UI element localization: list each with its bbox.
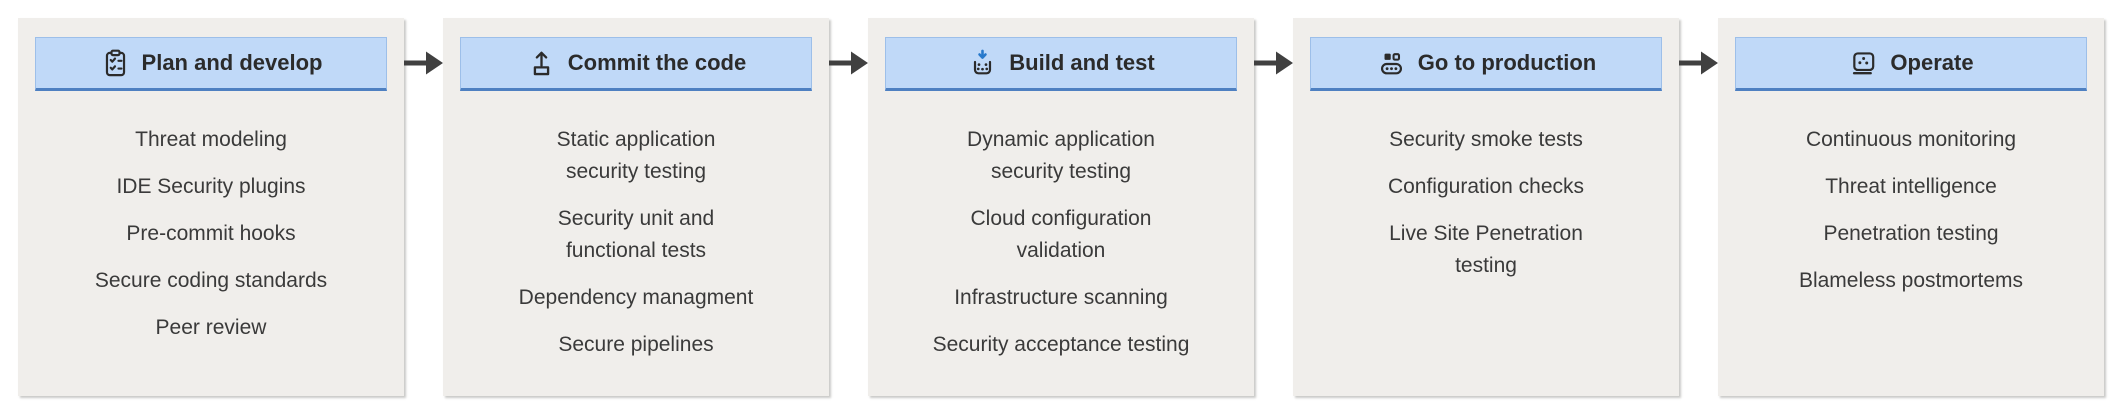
stage-item: Continuous monitoring (1805, 128, 2017, 151)
stage-header: Plan and develop (35, 37, 387, 91)
stage-items: Security smoke tests Configuration check… (1293, 124, 1679, 282)
stage-title: Go to production (1417, 50, 1597, 75)
stage-item: Cloud configuration validation (970, 207, 1152, 262)
stage-item: Security acceptance testing (932, 333, 1190, 356)
arrow-right-icon (829, 51, 868, 75)
flow-arrow (404, 50, 443, 76)
stage-item: Dynamic application security testing (967, 128, 1155, 183)
stage-title: Plan and develop (141, 50, 323, 75)
stage-header: Commit the code (460, 37, 812, 91)
clipboard-checklist-icon (100, 48, 131, 79)
build-container-icon (967, 48, 998, 79)
stage-items: Threat modeling IDE Security plugins Pre… (18, 124, 404, 344)
stage-item: Threat intelligence (1825, 175, 1997, 198)
stage-item: Infrastructure scanning (954, 286, 1168, 309)
stage-item: Threat modeling (135, 128, 287, 151)
operate-monitor-icon (1848, 48, 1879, 79)
stage-title: Commit the code (567, 50, 747, 75)
stage-item: Configuration checks (1387, 175, 1585, 198)
stage-title: Operate (1890, 50, 1974, 75)
arrow-right-icon (1254, 51, 1293, 75)
stage-item: Peer review (155, 316, 267, 339)
arrow-right-icon (404, 51, 443, 75)
stage-commit-the-code: Commit the code Static application secur… (443, 18, 829, 396)
arrow-right-icon (1679, 51, 1718, 75)
stage-item: IDE Security plugins (116, 175, 306, 198)
stage-go-to-production: Go to production Security smoke tests Co… (1293, 18, 1679, 396)
stage-plan-and-develop: Plan and develop Threat modeling IDE Sec… (18, 18, 404, 396)
stage-item: Security smoke tests (1389, 128, 1583, 151)
stage-title: Build and test (1009, 50, 1155, 75)
stage-operate: Operate Continuous monitoring Threat int… (1718, 18, 2104, 396)
flow-arrow (1679, 50, 1718, 76)
stage-items: Static application security testing Secu… (443, 124, 829, 361)
stage-item: Dependency managment (518, 286, 754, 309)
stage-item: Secure coding standards (94, 269, 328, 292)
stage-item: Secure pipelines (558, 333, 714, 356)
stage-item: Security unit and functional tests (557, 207, 715, 262)
upload-icon (526, 48, 557, 79)
stage-items: Dynamic application security testing Clo… (868, 124, 1254, 361)
conveyor-belt-icon (1376, 48, 1407, 79)
stage-item: Pre-commit hooks (126, 222, 296, 245)
stage-header: Go to production (1310, 37, 1662, 91)
devsecops-pipeline-diagram: Plan and develop Threat modeling IDE Sec… (18, 18, 2104, 396)
flow-arrow (829, 50, 868, 76)
stage-item: Static application security testing (556, 128, 716, 183)
flow-arrow (1254, 50, 1293, 76)
stage-item: Penetration testing (1823, 222, 1999, 245)
stage-item: Blameless postmortems (1798, 269, 2024, 292)
stage-header: Build and test (885, 37, 1237, 91)
stage-header: Operate (1735, 37, 2087, 91)
stage-item: Live Site Penetration testing (1389, 222, 1583, 277)
stage-items: Continuous monitoring Threat intelligenc… (1718, 124, 2104, 297)
stage-build-and-test: Build and test Dynamic application secur… (868, 18, 1254, 396)
